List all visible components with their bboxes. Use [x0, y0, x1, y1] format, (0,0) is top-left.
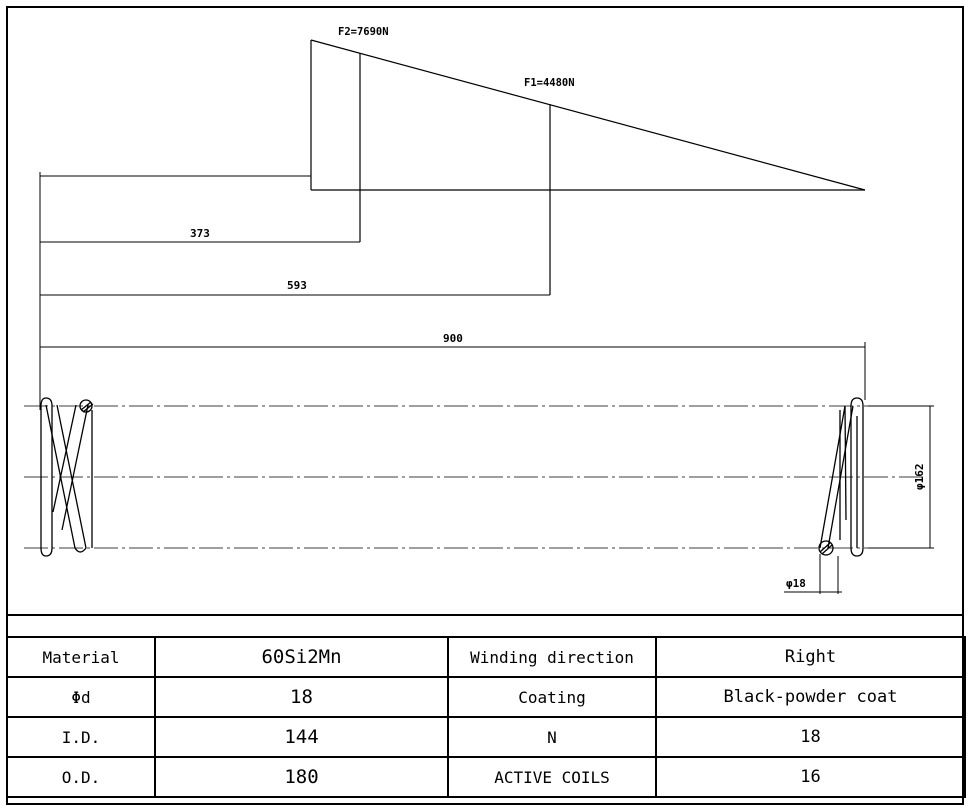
- dim-593-text: 593: [287, 279, 307, 292]
- label-f2: F2=7690N: [338, 26, 389, 38]
- left-coil-outer: [40, 397, 53, 557]
- cell-label: Material: [6, 636, 156, 678]
- cell-value: 60Si2Mn: [154, 636, 449, 678]
- cell-label: ACTIVE COILS: [447, 756, 657, 798]
- cell-label: Φd: [6, 676, 156, 718]
- spring-left-end: [40, 397, 94, 557]
- cell-value: Black-powder coat: [655, 676, 966, 718]
- cell-value: 180: [154, 756, 449, 798]
- right-coil-outer: [850, 397, 864, 557]
- cell-label: I.D.: [6, 716, 156, 758]
- spec-table: Material 60Si2Mn Winding direction Right…: [6, 636, 966, 798]
- dim-dia162-text: φ162: [913, 464, 926, 491]
- cell-value: 18: [655, 716, 966, 758]
- spring-right-end: [818, 397, 864, 557]
- dim-dia162: [868, 405, 934, 549]
- dimension-lines: [39, 172, 866, 410]
- cell-label: Winding direction: [447, 636, 657, 678]
- cell-value: 16: [655, 756, 966, 798]
- cell-value: Right: [655, 636, 966, 678]
- right-wire-section-icon: [818, 540, 834, 556]
- left-wire-section-icon: [79, 399, 93, 413]
- cell-value: 144: [154, 716, 449, 758]
- table-row: I.D. 144 N 18: [6, 716, 966, 758]
- cell-value: 18: [154, 676, 449, 718]
- table-row: O.D. 180 ACTIVE COILS 16: [6, 756, 966, 798]
- table-row: Φd 18 Coating Black-powder coat: [6, 676, 966, 718]
- dim-wire18: [784, 554, 842, 594]
- dim-373-text: 373: [190, 227, 210, 240]
- cell-label: O.D.: [6, 756, 156, 798]
- dim-900-text: 900: [443, 332, 463, 345]
- label-f1: F1=4480N: [524, 77, 575, 89]
- force-diagram: [310, 39, 866, 295]
- table-row: Material 60Si2Mn Winding direction Right: [6, 636, 966, 678]
- dim-wire18-text: φ18: [786, 577, 806, 590]
- load-line: [310, 39, 866, 191]
- cell-label: N: [447, 716, 657, 758]
- center-lines: [24, 405, 925, 549]
- cell-label: Coating: [447, 676, 657, 718]
- spring-drawing: F2=7690N F1=4480N 373 593 900: [6, 26, 964, 616]
